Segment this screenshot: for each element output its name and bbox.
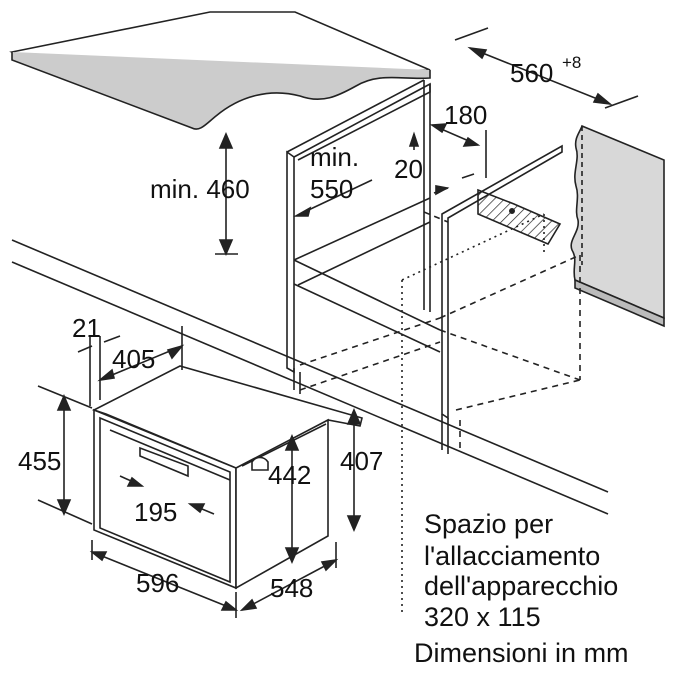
front-height-label: 455 [18, 446, 61, 476]
note-line-2: l'allacciamento [424, 541, 600, 571]
rear-gap-label: 20 [394, 154, 423, 184]
note-line-1: Spazio per [424, 509, 553, 539]
niche-width-label: 560 [510, 58, 553, 88]
niche-height-label: min. 460 [150, 174, 250, 204]
note-line-4: 320 x 115 [424, 602, 541, 632]
appliance [91, 365, 363, 590]
body-height-rear-label: 407 [340, 446, 383, 476]
niche-depth-value-label: 550 [310, 174, 353, 204]
total-depth-label: 548 [270, 573, 313, 603]
note-line-5: Dimensioni in mm [414, 638, 629, 668]
niche-depth-min-label: min. [310, 142, 359, 172]
cabinet-niche [11, 79, 609, 612]
connection-note: Spazio per l'allacciamento dell'apparecc… [414, 509, 629, 668]
niche-width-tolerance-label: +8 [562, 53, 581, 72]
rear-opening-label: 180 [444, 100, 487, 130]
side-cabinet-right [570, 124, 665, 328]
handle-width-label: 195 [134, 497, 177, 527]
dimension-lines [37, 27, 639, 618]
note-line-3: dell'apparecchio [424, 571, 618, 601]
front-width-label: 596 [136, 568, 179, 598]
body-depth-label: 405 [112, 344, 155, 374]
worktop [9, 11, 431, 130]
body-height-label: 442 [268, 460, 311, 490]
panel-thickness-label: 21 [72, 313, 101, 343]
